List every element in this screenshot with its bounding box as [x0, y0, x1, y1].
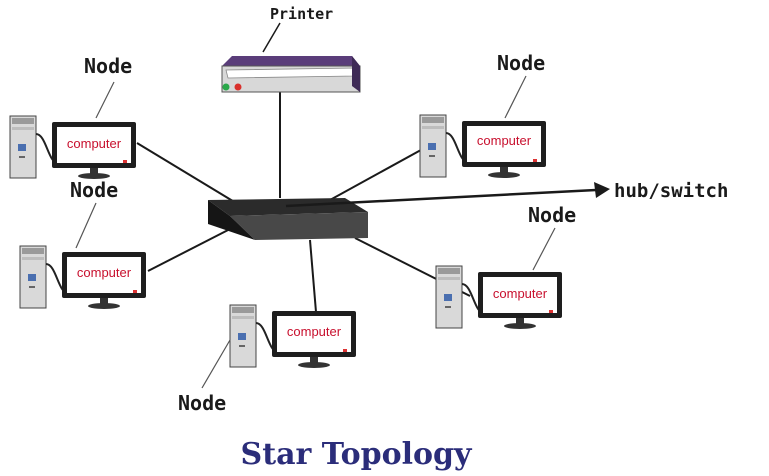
- printer-label: Printer: [270, 5, 333, 23]
- node-1-label-pointer: [95, 81, 115, 119]
- node-5-screen-text: computer: [477, 133, 532, 148]
- printer-label-pointer: [262, 22, 281, 53]
- node-3: computer Node: [178, 304, 357, 415]
- node-3-label: Node: [178, 391, 226, 415]
- node-5-label-pointer: [504, 75, 527, 119]
- node-3-link: [309, 239, 317, 313]
- printer-led-green: [222, 83, 230, 91]
- node-1-label: Node: [84, 54, 132, 78]
- node-2-label: Node: [70, 178, 118, 202]
- printer-led-red: [234, 83, 242, 91]
- hub-switch: hub/switch: [208, 180, 728, 240]
- connection-lines: [136, 90, 471, 313]
- node-4-label: Node: [528, 203, 576, 227]
- printer: Printer: [221, 5, 361, 93]
- node-2-link: [147, 227, 233, 272]
- node-4-label-pointer: [532, 227, 556, 271]
- node-4-screen-text: computer: [493, 286, 548, 301]
- node-1-link: [136, 142, 247, 210]
- node-1-screen-text: computer: [67, 136, 122, 151]
- hub-label: hub/switch: [614, 180, 728, 202]
- node-4: computer Node: [435, 203, 576, 330]
- node-2-label-pointer: [75, 202, 97, 249]
- node-5: computer Node: [419, 51, 547, 179]
- diagram-title: Star Topology: [241, 437, 473, 472]
- node-5-label: Node: [497, 51, 545, 75]
- node-3-label-pointer: [201, 339, 231, 389]
- node-5-link: [329, 144, 431, 201]
- arrow-head-icon: [594, 182, 610, 198]
- hub-pointer-arrow: [285, 188, 597, 208]
- node-2: computer Node: [19, 178, 147, 310]
- node-3-screen-text: computer: [287, 324, 342, 339]
- node-2-screen-text: computer: [77, 265, 132, 280]
- node-1: computer Node: [9, 54, 137, 180]
